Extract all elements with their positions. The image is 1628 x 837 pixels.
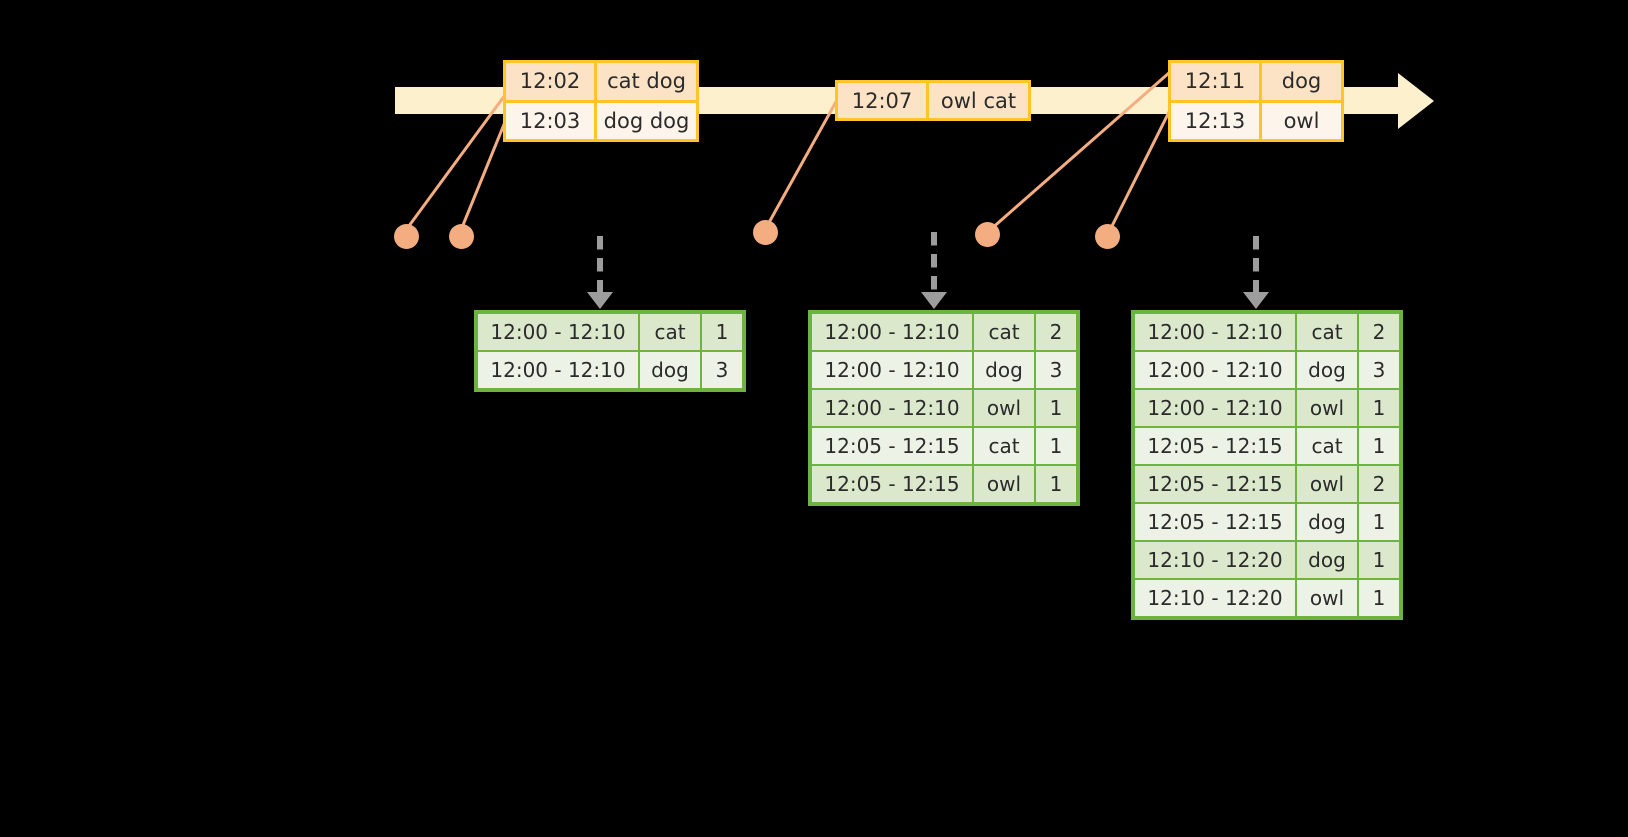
key-cell: owl xyxy=(1297,580,1357,616)
event-time: 12:11 xyxy=(1171,63,1262,100)
dashed-down-arrow-3 xyxy=(1243,236,1269,309)
event-group-2: 12:07 owl cat xyxy=(835,80,1031,121)
arrow-stem xyxy=(597,236,603,294)
count-cell: 1 xyxy=(1359,428,1399,464)
window-cell: 12:00 - 12:10 xyxy=(812,390,972,426)
event-value: dog dog xyxy=(597,102,696,139)
window-cell: 12:00 - 12:10 xyxy=(478,352,638,388)
connector-dot-2 xyxy=(449,224,474,249)
key-cell: dog xyxy=(1297,352,1357,388)
event-time: 12:02 xyxy=(506,63,597,100)
dashed-down-arrow-2 xyxy=(921,232,947,309)
event-row: 12:13 owl xyxy=(1171,99,1341,139)
count-cell: 2 xyxy=(1359,466,1399,502)
arrow-tip-icon xyxy=(921,292,947,309)
event-value: owl cat xyxy=(929,83,1028,118)
event-row: 12:02 cat dog xyxy=(506,63,696,100)
window-cell: 12:05 - 12:15 xyxy=(812,428,972,464)
key-cell: cat xyxy=(1297,314,1357,350)
window-cell: 12:00 - 12:10 xyxy=(812,314,972,350)
event-row: 12:11 dog xyxy=(1171,63,1341,100)
arrow-tip-icon xyxy=(1243,292,1269,309)
window-cell: 12:00 - 12:10 xyxy=(478,314,638,350)
window-cell: 12:10 - 12:20 xyxy=(1135,542,1295,578)
key-cell: cat xyxy=(1297,428,1357,464)
key-cell: dog xyxy=(1297,542,1357,578)
count-cell: 3 xyxy=(702,352,742,388)
event-group-1: 12:02 cat dog 12:03 dog dog xyxy=(503,60,699,142)
window-cell: 12:00 - 12:10 xyxy=(1135,314,1295,350)
count-cell: 2 xyxy=(1036,314,1076,350)
count-cell: 1 xyxy=(702,314,742,350)
key-cell: dog xyxy=(640,352,700,388)
event-group-3: 12:11 dog 12:13 owl xyxy=(1168,60,1344,142)
arrow-stem xyxy=(931,232,937,294)
event-row: 12:03 dog dog xyxy=(506,99,696,139)
count-cell: 1 xyxy=(1359,390,1399,426)
key-cell: owl xyxy=(1297,390,1357,426)
event-value: owl xyxy=(1262,102,1341,139)
count-cell: 1 xyxy=(1036,428,1076,464)
key-cell: dog xyxy=(974,352,1034,388)
window-cell: 12:00 - 12:10 xyxy=(1135,390,1295,426)
count-cell: 3 xyxy=(1036,352,1076,388)
connector-dot-1 xyxy=(394,224,419,249)
window-cell: 12:10 - 12:20 xyxy=(1135,580,1295,616)
count-cell: 3 xyxy=(1359,352,1399,388)
connector-dot-5 xyxy=(1095,224,1120,249)
window-cell: 12:05 - 12:15 xyxy=(812,466,972,502)
event-time: 12:07 xyxy=(838,83,929,118)
window-cell: 12:05 - 12:15 xyxy=(1135,504,1295,540)
key-cell: owl xyxy=(974,390,1034,426)
connector-dot-4 xyxy=(975,222,1000,247)
key-cell: cat xyxy=(974,428,1034,464)
key-cell: cat xyxy=(974,314,1034,350)
count-cell: 1 xyxy=(1036,466,1076,502)
event-row: 12:07 owl cat xyxy=(838,83,1028,118)
event-time: 12:03 xyxy=(506,102,597,139)
count-cell: 2 xyxy=(1359,314,1399,350)
event-value: dog xyxy=(1262,63,1341,100)
key-cell: owl xyxy=(974,466,1034,502)
count-cell: 1 xyxy=(1359,504,1399,540)
event-time: 12:13 xyxy=(1171,102,1262,139)
arrow-stem xyxy=(1253,236,1259,294)
arrow-tip-icon xyxy=(587,292,613,309)
key-cell: owl xyxy=(1297,466,1357,502)
key-cell: cat xyxy=(640,314,700,350)
timeline-arrowhead-icon xyxy=(1398,73,1434,129)
event-value: cat dog xyxy=(597,63,696,100)
dashed-down-arrow-1 xyxy=(587,236,613,309)
connector-dot-3 xyxy=(753,220,778,245)
window-cell: 12:00 - 12:10 xyxy=(812,352,972,388)
window-cell: 12:05 - 12:15 xyxy=(1135,428,1295,464)
key-cell: dog xyxy=(1297,504,1357,540)
count-cell: 1 xyxy=(1359,580,1399,616)
window-cell: 12:05 - 12:15 xyxy=(1135,466,1295,502)
window-cell: 12:00 - 12:10 xyxy=(1135,352,1295,388)
count-cell: 1 xyxy=(1036,390,1076,426)
count-cell: 1 xyxy=(1359,542,1399,578)
